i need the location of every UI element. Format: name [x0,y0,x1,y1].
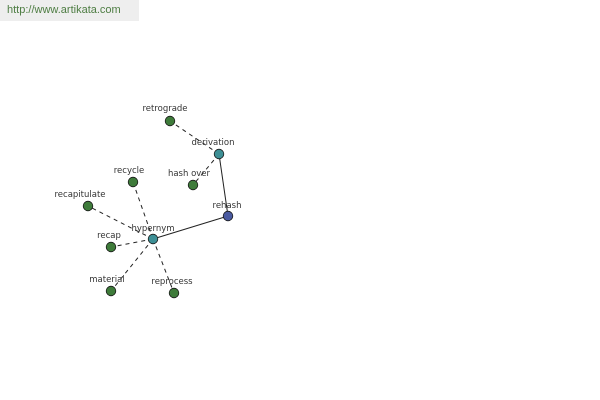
node-recap[interactable]: recap [97,231,121,253]
edge-hypernym-reprocess [152,238,175,294]
node-label-hash-over: hash over [168,169,211,179]
edge-derivation-hash-over [192,153,220,186]
node-rehash[interactable]: rehash [213,201,242,222]
edge-rehash-derivation [218,153,229,217]
node-label-rehash: rehash [213,201,242,211]
node-label-reprocess: reprocess [151,277,193,287]
node-label-derivation: derivation [191,138,234,148]
circle-node[interactable] [213,148,225,160]
node-reprocess[interactable]: reprocess [151,277,193,299]
node-label-retrograde: retrograde [142,104,187,114]
node-hypernym[interactable]: hypernym [131,224,175,245]
node-layer: retrograde derivation hash over recycle reha… [54,104,242,299]
node-label-recycle: recycle [114,166,145,176]
edge-hypernym-recycle [132,181,154,240]
node-label-hypernym: hypernym [131,224,174,234]
edge-derivation-retrograde [169,120,220,155]
node-derivation[interactable]: derivation [191,138,235,160]
circle-node[interactable] [127,176,139,188]
node-material[interactable]: material [89,275,125,297]
circle-node[interactable] [164,115,176,127]
url-banner[interactable]: http://www.artikata.com [0,0,139,21]
edge-hypernym-recap [110,238,154,248]
circle-node[interactable] [82,200,94,212]
node-retrograde[interactable]: retrograde [142,104,188,127]
node-recycle[interactable]: recycle [114,166,145,188]
circle-node[interactable] [168,287,180,299]
circle-node[interactable] [105,241,117,253]
edge-rehash-hypernym [152,215,229,240]
edge-hypernym-material [110,238,154,292]
circle-node[interactable] [147,233,159,245]
node-label-material: material [89,275,124,285]
circle-node[interactable] [187,179,199,191]
node-label-recap: recap [97,231,121,241]
edge-layer [87,120,229,294]
node-hash-over[interactable]: hash over [168,169,211,191]
circle-node[interactable] [222,210,234,222]
node-label-recapitulate: recapitulate [54,190,105,200]
node-recapitulate[interactable]: recapitulate [54,190,106,212]
circle-node[interactable] [105,285,117,297]
